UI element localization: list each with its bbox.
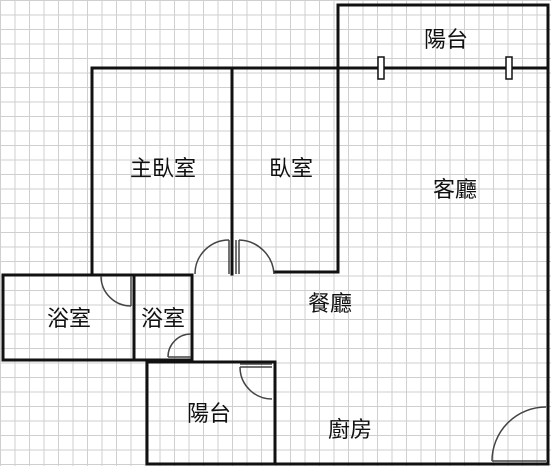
door-balcony-bottom (239, 363, 273, 400)
label-kitchen: 廚房 (328, 418, 372, 443)
walls (1, 3, 550, 466)
door-bathroom-2 (167, 333, 192, 358)
label-balcony-top: 陽台 (424, 28, 468, 53)
window-markers (377, 56, 513, 80)
wall-bath-left (1, 273, 194, 362)
label-balcony-bottom: 陽台 (187, 402, 231, 427)
label-bedroom: 臥室 (269, 157, 313, 182)
label-bathroom-2: 浴室 (141, 307, 185, 332)
window-marker-right (505, 56, 513, 80)
door-master-bedroom (194, 239, 230, 275)
wall-balcony-bottom-left (145, 360, 277, 466)
doors (100, 239, 547, 462)
window-marker-left (377, 56, 385, 80)
label-master-bedroom: 主臥室 (130, 157, 196, 182)
door-bathroom-1 (100, 275, 132, 307)
room-labels: 陽台 主臥室 臥室 客廳 餐廳 浴室 浴室 陽台 廚房 (47, 28, 477, 443)
label-bathroom-1: 浴室 (47, 307, 91, 332)
door-kitchen (491, 406, 547, 462)
label-living-room: 客廳 (433, 178, 477, 203)
wall-balcony-top (273, 3, 550, 466)
label-dining-room: 餐廳 (308, 292, 352, 317)
door-bedroom (235, 239, 275, 275)
